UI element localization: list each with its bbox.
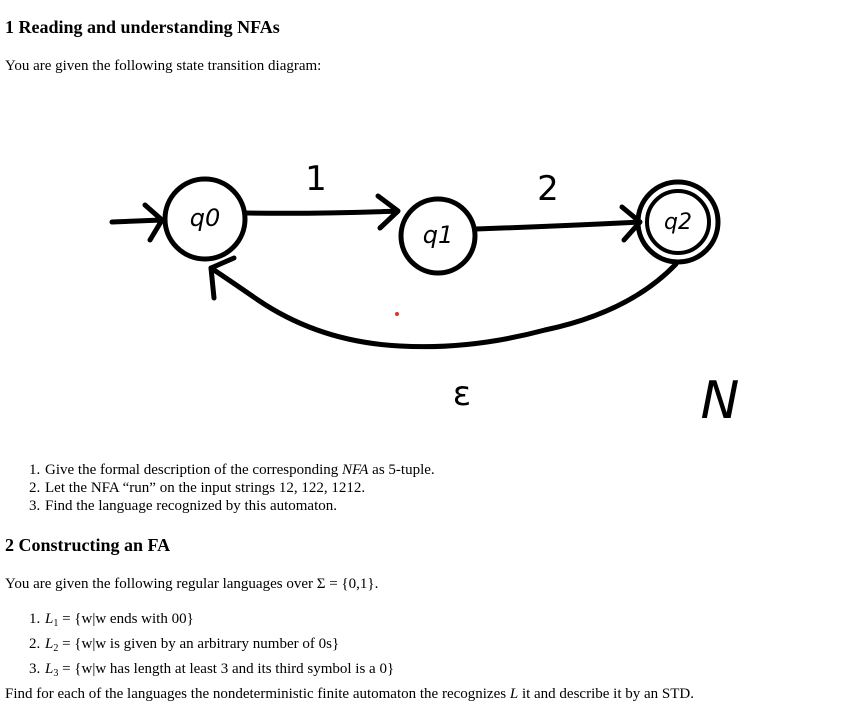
section-2-languages: 1.L1 = {w|w ends with 00} 2.L2 = {w|w is… (29, 609, 394, 684)
language-1: 1.L1 = {w|w ends with 00} (29, 611, 194, 629)
section-2-intro: You are given the following regular lang… (5, 576, 379, 592)
section-1-questions: 1.Give the formal description of the cor… (29, 461, 435, 515)
question-1: 1.Give the formal description of the cor… (29, 462, 435, 478)
state-q2-label: q2 (664, 210, 692, 235)
section-1-intro: You are given the following state transi… (5, 58, 322, 74)
section-1-title: 1 Reading and understanding NFAs (5, 17, 280, 37)
edge-q1-q2-label: 2 (537, 169, 559, 209)
edge-q2-q0-label: ε (453, 374, 471, 414)
question-3: 3.Find the language recognized by this a… (29, 498, 338, 514)
language-3: 3.L3 = {w|w has length at least 3 and it… (29, 661, 395, 679)
signature-mark: N (701, 371, 740, 431)
edge-q0-q1-label: 1 (305, 159, 327, 199)
edge-q0-q1 (243, 193, 401, 231)
state-q0-circle (162, 176, 248, 262)
start-arrow (109, 202, 165, 243)
state-q0-label: q0 (190, 204, 221, 232)
state-q2-inner-circle (645, 189, 711, 255)
language-2: 2.L2 = {w|w is given by an arbitrary num… (29, 636, 340, 654)
section-2-title: 2 Constructing an FA (5, 535, 171, 555)
edge-q2-q0 (208, 261, 679, 350)
section-2-closing: Find for each of the languages the nonde… (5, 686, 694, 702)
red-dot (395, 312, 399, 316)
question-2: 2.Let the NFA “run” on the input strings… (29, 480, 366, 496)
state-q1-circle (398, 196, 478, 276)
state-q2-outer-circle (635, 179, 721, 265)
state-q1-label: q1 (423, 221, 454, 249)
edge-q2-q0-arrowhead (208, 255, 237, 301)
edge-q1-q2 (473, 204, 643, 243)
